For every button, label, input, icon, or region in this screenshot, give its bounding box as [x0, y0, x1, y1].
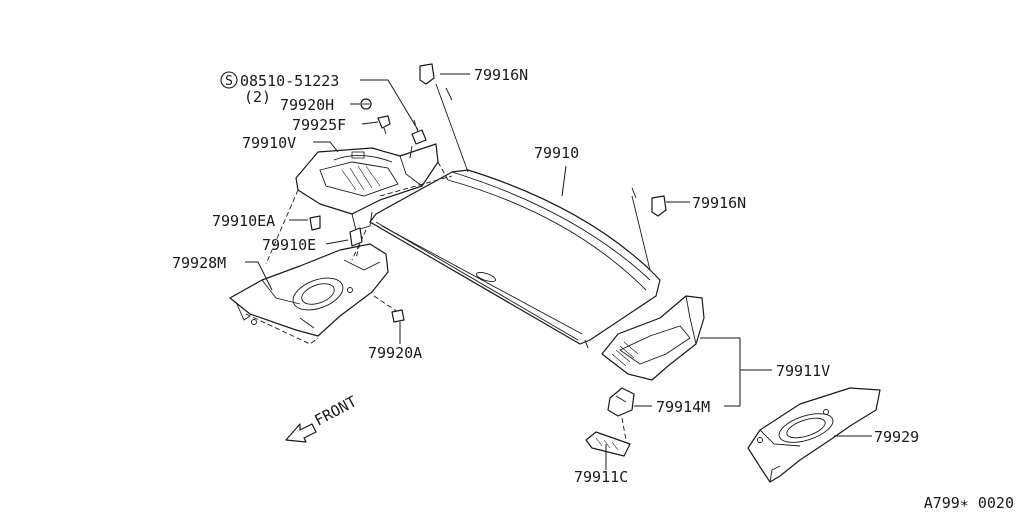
label-bracket-m: 79914M	[656, 398, 710, 416]
fastener-79910e-part[interactable]	[349, 227, 363, 247]
label-fastener-e: 79910E	[262, 236, 316, 254]
label-finisher-v: 79910V	[242, 134, 296, 152]
clip-79920h-part[interactable]	[360, 98, 372, 110]
clip-79920a-part[interactable]	[391, 309, 405, 323]
vent-slot	[351, 151, 365, 159]
right-speaker-trim[interactable]	[747, 387, 881, 483]
label-finisher-rv: 79911V	[776, 362, 830, 380]
label-front: FRONT	[311, 392, 359, 429]
label-hook-right: 79916N	[692, 194, 746, 212]
screw-symbol-letter: S	[225, 74, 233, 89]
front-arrow-icon	[285, 423, 317, 443]
label-screw: 08510-51223	[240, 72, 339, 90]
fastener-79910ea-part[interactable]	[309, 215, 321, 231]
diagram-code: A799∗ 0020	[924, 494, 1014, 512]
label-clip-f: 79925F	[292, 116, 346, 134]
screw-part[interactable]	[409, 129, 427, 159]
screw-symbol: S	[220, 71, 238, 89]
label-screw-qty: (2)	[244, 88, 271, 106]
leader-lines	[245, 73, 872, 470]
hook-top-part[interactable]	[419, 63, 469, 173]
label-shelf: 79910	[534, 144, 579, 162]
left-speaker-trim[interactable]	[229, 243, 389, 337]
label-clip-a: 79920A	[368, 344, 422, 362]
label-fastener-ea: 79910EA	[212, 212, 275, 230]
cover-part[interactable]	[585, 431, 631, 457]
label-speaker-r: 79929	[874, 428, 919, 446]
label-cover-c: 79911C	[574, 468, 628, 486]
package-shelf[interactable]	[369, 169, 661, 349]
label-hook-top: 79916N	[474, 66, 528, 84]
right-finisher[interactable]	[601, 295, 705, 381]
label-speaker-m: 79928M	[172, 254, 226, 272]
bracket-part[interactable]	[607, 387, 635, 417]
hook-right-part[interactable]	[631, 187, 667, 271]
left-finisher[interactable]	[295, 143, 439, 231]
clip-79925f-part[interactable]	[377, 115, 391, 135]
front-indicator: FRONT	[285, 392, 360, 443]
label-clip-h: 79920H	[280, 96, 334, 114]
